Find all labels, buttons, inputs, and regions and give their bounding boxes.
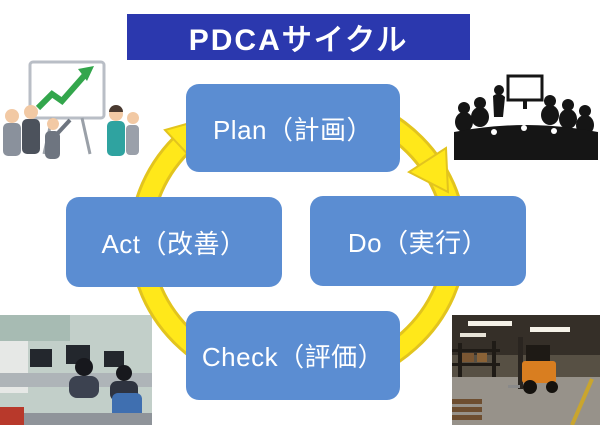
plan-label: Plan（計画） <box>212 114 374 145</box>
do-label: Do（実行） <box>347 227 489 258</box>
diagram-title-label: PDCAサイクル <box>188 24 409 57</box>
do-box: Do（実行） <box>310 196 526 286</box>
meeting-silhouette-image <box>454 74 598 160</box>
act-box: Act（改善） <box>66 197 282 287</box>
arrowhead-right-icon <box>407 146 450 194</box>
check-label: Check（評価） <box>201 342 385 372</box>
act-label: Act（改善） <box>101 228 247 259</box>
presentation-illustration-image <box>3 60 139 159</box>
diagram-title: PDCAサイクル <box>127 14 470 60</box>
plan-box: Plan（計画） <box>186 84 400 172</box>
check-box: Check（評価） <box>186 311 400 400</box>
office-photo-image <box>0 315 152 425</box>
warehouse-photo-image <box>452 315 600 425</box>
